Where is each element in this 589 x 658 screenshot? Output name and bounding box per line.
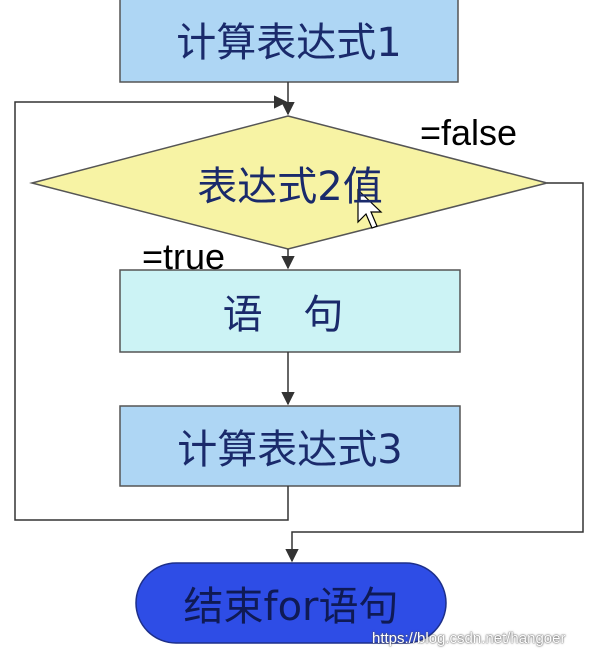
statement-label: 语 句 xyxy=(222,292,358,338)
end-terminal xyxy=(135,562,447,644)
edge-condition-false-to-end xyxy=(285,182,584,563)
edge-expr3-loop-back xyxy=(14,95,289,521)
true-edge-label: =true xyxy=(142,236,226,277)
expr1-box xyxy=(119,0,459,83)
cursor-icon xyxy=(357,188,383,229)
expr3-label: 计算表达式3 xyxy=(177,427,403,473)
expr1-label: 计算表达式1 xyxy=(176,20,402,66)
statement-box xyxy=(119,269,461,353)
false-edge-label: =false xyxy=(420,112,518,153)
end-label: 结束for语句 xyxy=(183,584,399,630)
watermark-text: https://blog.csdn.net/hangoer xyxy=(372,630,566,647)
condition-label: 表达式2值 xyxy=(197,164,383,210)
expr3-box xyxy=(119,405,461,487)
